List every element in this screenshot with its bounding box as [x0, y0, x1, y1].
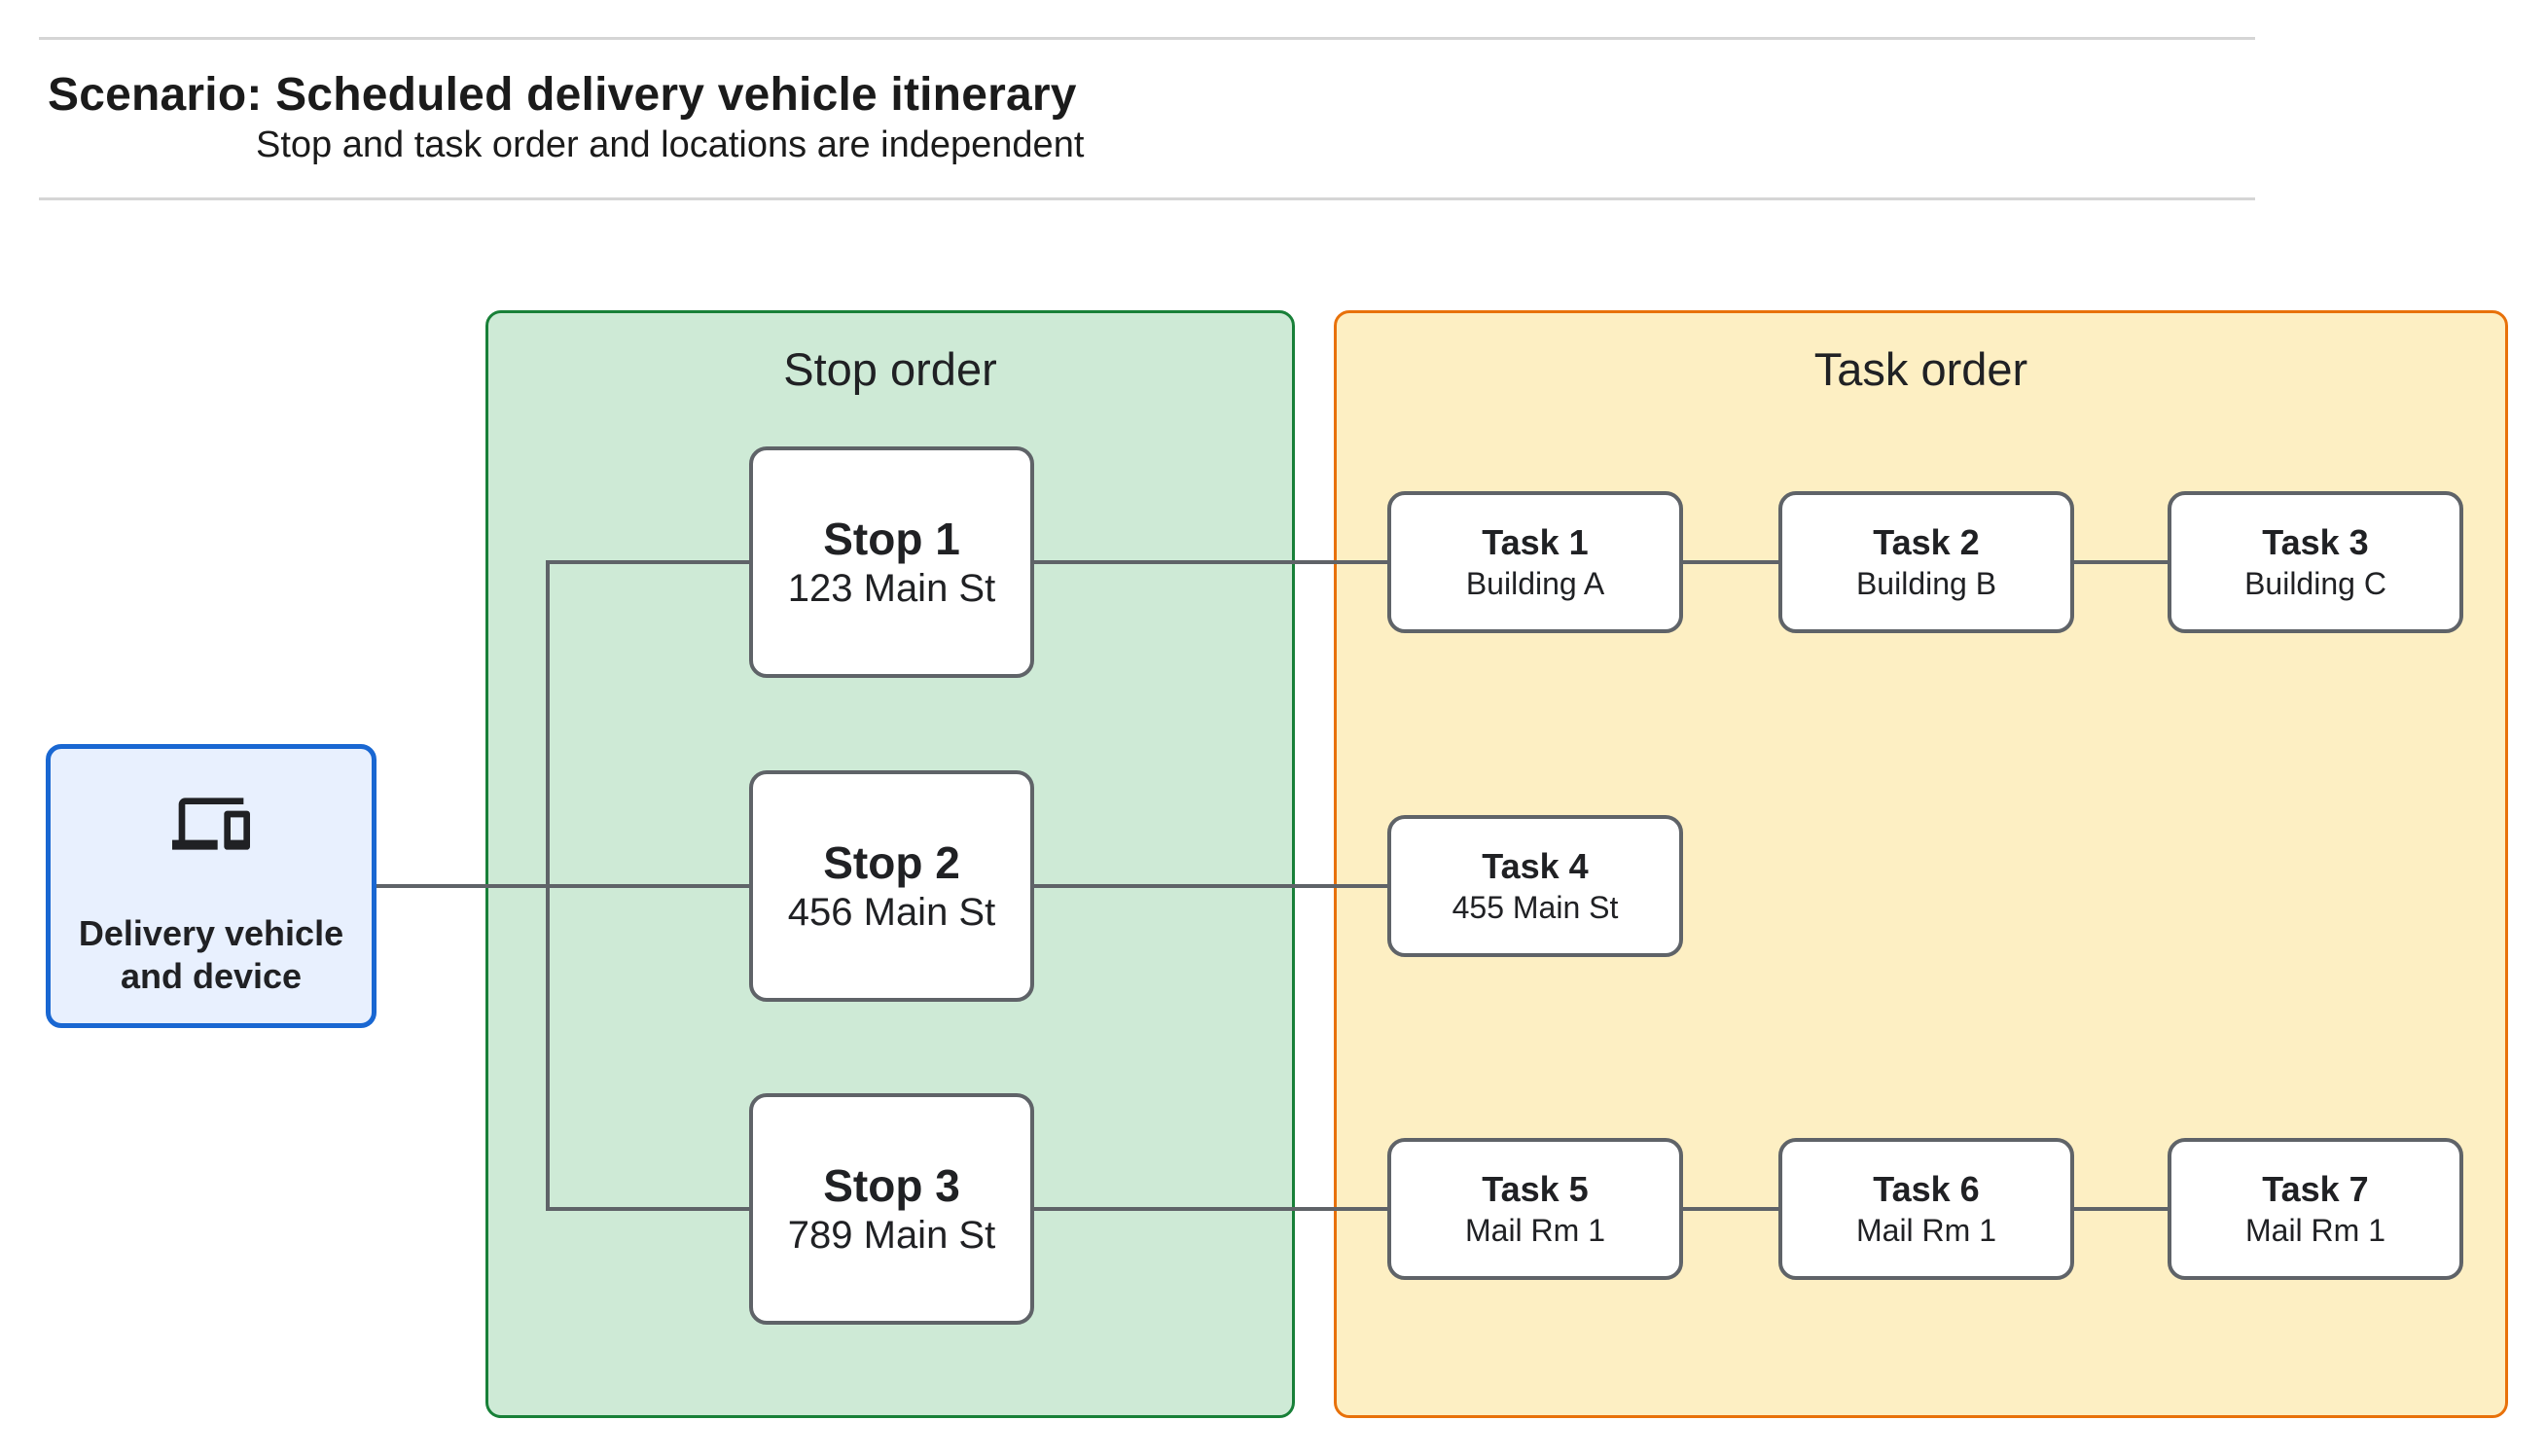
stop-1-node: Stop 1 123 Main St [749, 446, 1034, 678]
stop-order-panel-label: Stop order [783, 343, 997, 395]
task-5-location: Mail Rm 1 [1464, 1213, 1605, 1248]
connector-stop1-to-task1 [1034, 560, 1387, 564]
stop-2-node: Stop 2 456 Main St [749, 770, 1034, 1002]
connector-trunk-to-stop1 [546, 560, 749, 564]
task-3-title: Task 3 [2262, 522, 2369, 562]
task-4-location: 455 Main St [1452, 890, 1619, 925]
delivery-vehicle-node [46, 744, 377, 1028]
stop-2-address: 456 Main St [787, 891, 996, 934]
connector-task2-to-task3 [2074, 560, 2168, 564]
task-5-title: Task 5 [1482, 1169, 1589, 1209]
task-6-location: Mail Rm 1 [1855, 1213, 1996, 1248]
delivery-vehicle-label: Delivery vehicle and device [78, 913, 344, 996]
task-4-node: Task 4 455 Main St [1387, 815, 1683, 957]
task-3-node: Task 3 Building C [2168, 491, 2463, 633]
connector-trunk-to-stop3 [546, 1207, 749, 1211]
task-6-node: Task 6 Mail Rm 1 [1778, 1138, 2074, 1280]
task-7-node: Task 7 Mail Rm 1 [2168, 1138, 2463, 1280]
task-1-title: Task 1 [1482, 522, 1589, 562]
task-2-location: Building B [1855, 566, 1997, 601]
task-1-node: Task 1 Building A [1387, 491, 1683, 633]
page-subtitle: Stop and task order and locations are in… [256, 124, 1085, 165]
task-7-location: Mail Rm 1 [2244, 1213, 2385, 1248]
task-3-location: Building C [2244, 566, 2386, 601]
top-divider [39, 37, 2255, 40]
stop-3-title: Stop 3 [823, 1160, 960, 1211]
header-divider [39, 197, 2255, 200]
connector-task5-to-task6 [1683, 1207, 1778, 1211]
connector-stop3-to-task5 [1034, 1207, 1387, 1211]
stop-1-address: 123 Main St [787, 567, 996, 610]
connector-stop2-to-task4 [1034, 884, 1387, 888]
stop-2-title: Stop 2 [823, 837, 960, 888]
connector-task6-to-task7 [2074, 1207, 2168, 1211]
connector-vehicle-to-stop2 [377, 884, 749, 888]
task-2-node: Task 2 Building B [1778, 491, 2074, 633]
task-order-panel-label: Task order [1813, 343, 2028, 395]
task-5-node: Task 5 Mail Rm 1 [1387, 1138, 1683, 1280]
connector-task1-to-task2 [1683, 560, 1778, 564]
task-6-title: Task 6 [1873, 1169, 1980, 1209]
task-7-title: Task 7 [2262, 1169, 2369, 1209]
stop-1-title: Stop 1 [823, 514, 960, 564]
task-4-title: Task 4 [1482, 846, 1589, 886]
devices-icon [172, 798, 250, 850]
task-1-location: Building A [1465, 566, 1605, 601]
stop-3-node: Stop 3 789 Main St [749, 1093, 1034, 1325]
page-title: Scenario: Scheduled delivery vehicle iti… [48, 69, 1077, 121]
stop-3-address: 789 Main St [787, 1214, 996, 1257]
task-2-title: Task 2 [1873, 522, 1980, 562]
